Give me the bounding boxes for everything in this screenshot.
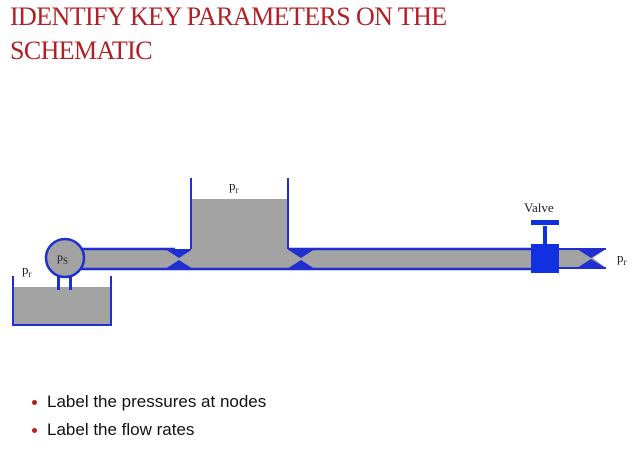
main-pipe [78,247,532,271]
slide-title-line-1: IDENTIFY KEY PARAMETERS ON THE [10,2,447,31]
tank-pressure-label: pr [229,178,239,195]
bullet-icon [32,399,37,405]
slide-title-line-2: SCHEMATIC [10,36,153,65]
instruction-text: Label the pressures at nodes [47,392,267,411]
outlet-pressure-label: pr [617,250,627,267]
instruction-item: Label the pressures at nodes [30,388,266,416]
supply-reservoir [12,276,112,326]
bullet-icon [32,427,37,433]
instruction-list: Label the pressures at nodes Label the f… [30,388,266,444]
pump [44,237,86,279]
instruction-item: Label the flow rates [30,416,266,444]
instruction-text: Label the flow rates [47,420,195,439]
valve [531,220,559,273]
pump-pressure-label: pS [57,250,68,266]
outlet-nozzle [559,248,606,269]
pump-suction-legs [57,268,72,290]
reservoir-pressure-label: pr [22,262,32,279]
elevated-tank [190,178,289,251]
slide-title: IDENTIFY KEY PARAMETERS ON THE SCHEMATIC [10,0,630,68]
valve-label: Valve [524,200,554,215]
